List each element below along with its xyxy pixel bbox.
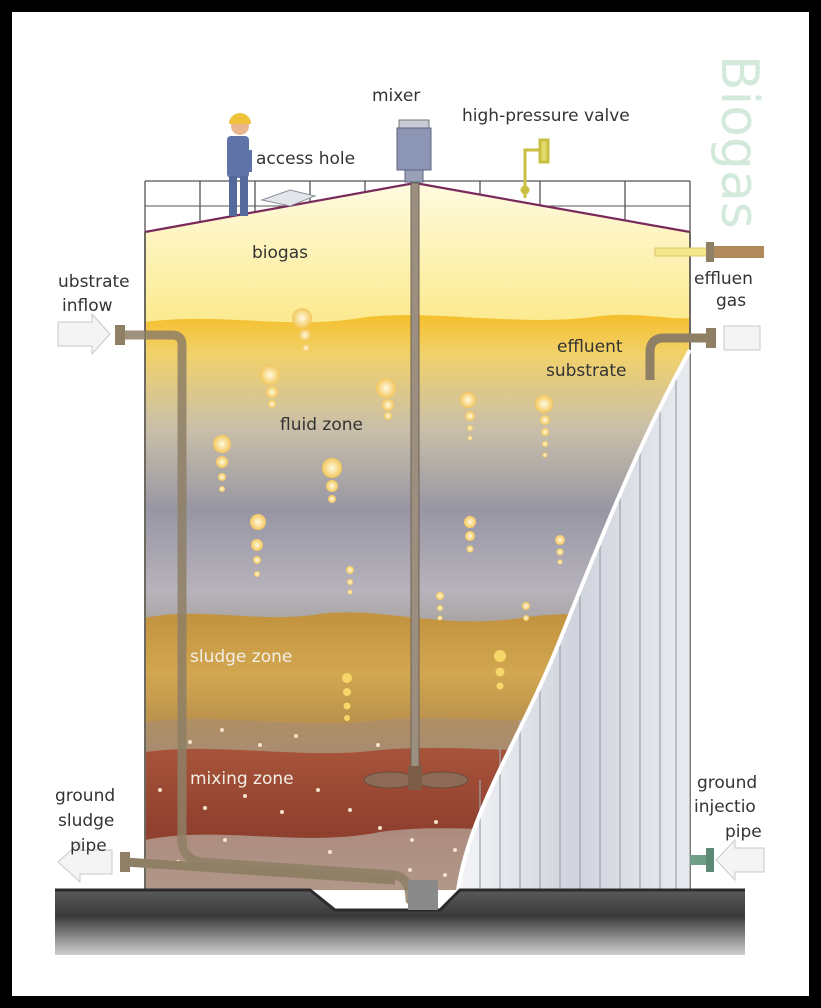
substrate-inflow-label-line2: inflow bbox=[62, 296, 113, 316]
effluent-substrate-label-line1: effluent bbox=[557, 337, 623, 357]
high-pressure-valve-icon bbox=[520, 138, 550, 198]
foundation-outline bbox=[55, 888, 745, 912]
sludge-out-arrow-icon bbox=[57, 840, 113, 884]
inflow-flange bbox=[115, 325, 125, 345]
fluid-zone-label: fluid zone bbox=[280, 415, 363, 435]
high-pressure-valve-label: high-pressure valve bbox=[462, 106, 630, 126]
sludge-zone-label: sludge zone bbox=[190, 647, 292, 667]
ground-sludge-pipe bbox=[57, 840, 396, 885]
cutaway-wall bbox=[456, 348, 692, 891]
mixing-zone-label: mixing zone bbox=[190, 769, 294, 789]
mixer-label: mixer bbox=[372, 86, 420, 106]
drain-sump bbox=[408, 880, 438, 910]
inflow-arrow-icon bbox=[57, 312, 111, 356]
ground-sludge-pipe-label-line3: pipe bbox=[70, 836, 107, 856]
effluent-gas-label-line1: effluen bbox=[694, 269, 753, 289]
mixer-motor bbox=[396, 119, 432, 183]
ground-injection-pipe-label-line3: pipe bbox=[725, 822, 762, 842]
ground-sludge-pipe-label-line2: sludge bbox=[58, 811, 114, 831]
ground-injection-pipe-label-line1: ground bbox=[697, 773, 757, 793]
foundation bbox=[55, 890, 745, 955]
diagram-panel: Biogas bbox=[12, 12, 809, 996]
effluent-substrate-arrow-icon bbox=[723, 325, 761, 351]
effluent-gas-pipe bbox=[654, 242, 764, 262]
substrate-inflow-pipe bbox=[117, 330, 415, 905]
access-hole-hatch bbox=[260, 189, 317, 207]
ground-injection-pipe bbox=[690, 838, 765, 882]
ground-sludge-pipe-label-line1: ground bbox=[55, 786, 115, 806]
substrate-inflow-label-line1: ubstrate bbox=[58, 272, 130, 292]
mixer-shaft bbox=[410, 182, 420, 774]
gas-bubbles bbox=[213, 308, 565, 721]
effluent-substrate-label-line2: substrate bbox=[546, 361, 626, 381]
access-hole-label: access hole bbox=[256, 149, 355, 169]
mixer-propeller bbox=[363, 766, 469, 790]
biogas-digester-diagram: Biogas bbox=[55, 55, 769, 955]
ground-injection-pipe-label-line2: injectio bbox=[694, 797, 756, 817]
effluent-gas-label-line2: gas bbox=[716, 291, 746, 311]
effluent-substrate-pipe bbox=[645, 325, 761, 380]
injection-arrow-icon bbox=[715, 838, 765, 882]
worker-figure bbox=[227, 113, 252, 216]
biogas-label: biogas bbox=[252, 243, 308, 263]
biogas-watermark: Biogas bbox=[709, 55, 769, 229]
